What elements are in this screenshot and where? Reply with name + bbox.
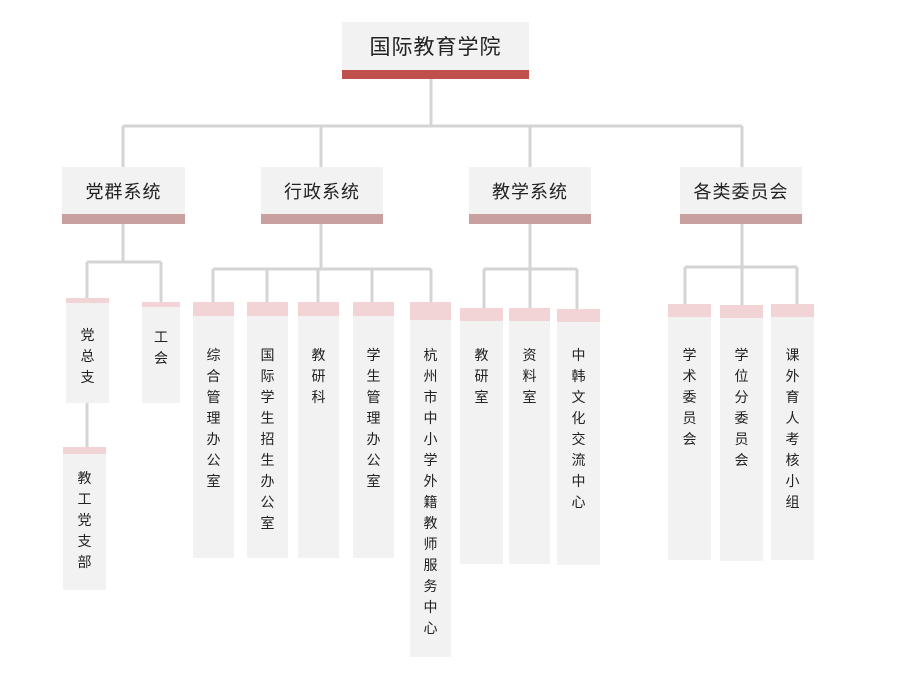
system-label: 教学系统 xyxy=(492,181,568,203)
unit-label: 国际学生招生办公室 xyxy=(260,348,275,532)
unit-cap xyxy=(247,302,288,316)
unit-node: 教研室 xyxy=(460,308,503,564)
unit-cap xyxy=(410,302,451,320)
unit-label: 课外育人考核小组 xyxy=(785,348,800,511)
root-node: 国际教育学院 xyxy=(342,22,529,70)
unit-label: 中韩文化交流中心 xyxy=(571,348,586,511)
system-accent-bar xyxy=(261,214,383,224)
system-accent-bar xyxy=(680,214,802,224)
unit-node: 学生管理办公室 xyxy=(353,302,394,558)
unit-cap xyxy=(298,302,339,316)
unit-cap xyxy=(668,304,711,317)
system-label: 各类委员会 xyxy=(693,181,789,203)
unit-node: 杭州市中小学外籍教师服务中心 xyxy=(410,302,451,657)
unit-cap xyxy=(460,308,503,321)
system-node-committees: 各类委员会 xyxy=(680,167,802,214)
unit-label: 党总支 xyxy=(80,328,95,386)
unit-node: 课外育人考核小组 xyxy=(771,304,814,560)
system-label: 党群系统 xyxy=(85,181,162,203)
unit-cap xyxy=(142,302,180,307)
unit-cap xyxy=(66,298,109,303)
unit-label: 工会 xyxy=(154,330,168,367)
unit-label: 教研室 xyxy=(474,348,489,406)
unit-node: 国际学生招生办公室 xyxy=(247,302,288,558)
unit-cap xyxy=(771,304,814,317)
unit-node: 综合管理办公室 xyxy=(193,302,234,558)
unit-node: 学术委员会 xyxy=(668,304,711,560)
root-label: 国际教育学院 xyxy=(369,35,502,59)
unit-label: 教工党支部 xyxy=(77,471,92,571)
unit-label: 综合管理办公室 xyxy=(206,348,221,490)
unit-label: 资料室 xyxy=(522,348,537,406)
unit-node: 中韩文化交流中心 xyxy=(557,309,600,565)
unit-node: 资料室 xyxy=(509,308,550,564)
system-node-party: 党群系统 xyxy=(62,167,185,214)
system-label: 行政系统 xyxy=(284,181,360,203)
system-node-teaching: 教学系统 xyxy=(469,167,591,214)
unit-node: 教研科 xyxy=(298,302,339,558)
unit-node: 学位分委员会 xyxy=(720,305,763,561)
unit-cap xyxy=(353,302,394,316)
unit-label: 学生管理办公室 xyxy=(366,348,381,490)
unit-label: 学术委员会 xyxy=(682,348,697,448)
unit-cap xyxy=(193,302,234,316)
system-node-admin: 行政系统 xyxy=(261,167,383,214)
system-accent-bar xyxy=(62,214,185,224)
system-accent-bar xyxy=(469,214,591,224)
unit-node: 教工党支部 xyxy=(63,447,106,590)
unit-cap xyxy=(63,447,106,454)
unit-label: 杭州市中小学外籍教师服务中心 xyxy=(423,348,438,637)
unit-cap xyxy=(557,309,600,322)
root-accent-bar xyxy=(342,70,529,79)
unit-node: 党总支 xyxy=(66,298,109,403)
unit-label: 教研科 xyxy=(311,348,326,406)
unit-cap xyxy=(509,308,550,321)
unit-cap xyxy=(720,305,763,318)
unit-node: 工会 xyxy=(142,302,180,403)
unit-label: 学位分委员会 xyxy=(734,348,749,469)
